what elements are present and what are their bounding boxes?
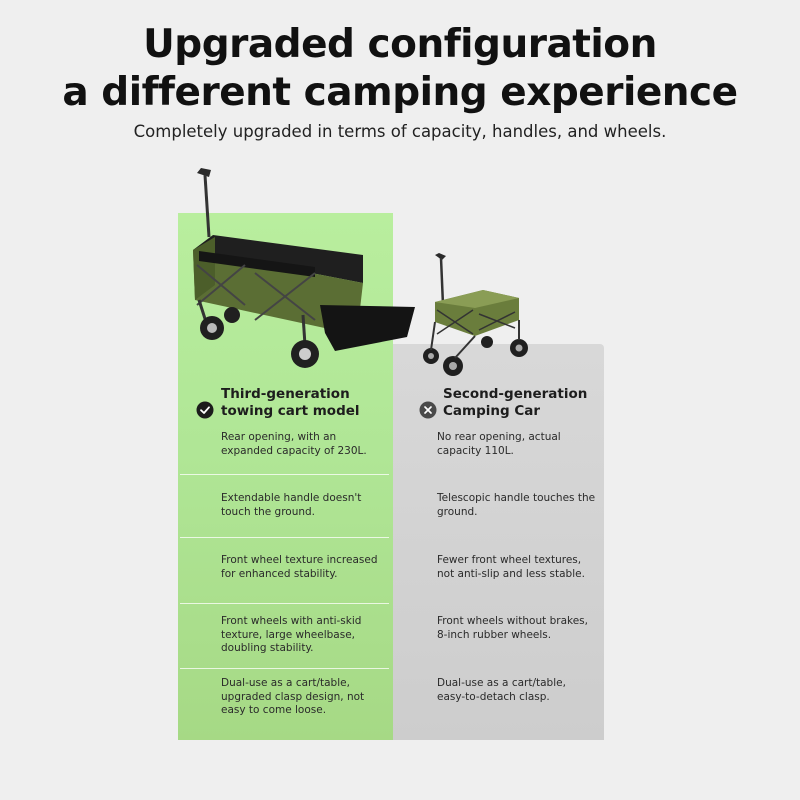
second-gen-feature-wheel-texture: Fewer front wheel textures, not anti-sli… xyxy=(437,554,585,580)
second-gen-feature-handle: Telescopic handle touches the ground. xyxy=(437,492,596,518)
second-gen-feature-table: Dual-use as a cart/table, easy-to-detach… xyxy=(437,677,566,703)
check-circle-icon xyxy=(196,401,214,419)
second-gen-feature-front-wheels: Front wheels without brakes, 8-inch rubb… xyxy=(437,615,588,641)
third-gen-feature-capacity: Rear opening, with an expanded capacity … xyxy=(221,431,367,457)
second-gen-feature-capacity: No rear opening, actual capacity 110L. xyxy=(437,431,561,457)
row-divider xyxy=(180,537,389,538)
third-generation-cart-image xyxy=(193,168,415,368)
second-generation-heading: Second-generation Camping Car xyxy=(443,386,588,419)
third-gen-feature-wheel-texture: Front wheel texture increased for enhanc… xyxy=(221,554,378,580)
page-title-line-2: a different camping experience xyxy=(62,70,738,115)
page-title-line-1: Upgraded configuration xyxy=(143,22,657,67)
third-gen-feature-handle: Extendable handle doesn't touch the grou… xyxy=(221,492,362,518)
row-divider xyxy=(180,668,389,669)
third-gen-feature-table: Dual-use as a cart/table, upgraded clasp… xyxy=(221,677,365,716)
row-divider xyxy=(180,474,389,475)
third-gen-feature-front-wheels: Front wheels with anti-skid texture, lar… xyxy=(221,615,362,654)
second-generation-cart-image xyxy=(423,253,528,376)
row-divider xyxy=(180,603,389,604)
x-circle-icon xyxy=(419,401,437,419)
page-subtitle: Completely upgraded in terms of capacity… xyxy=(133,122,667,141)
third-generation-heading: Third-generation towing cart model xyxy=(221,386,360,419)
